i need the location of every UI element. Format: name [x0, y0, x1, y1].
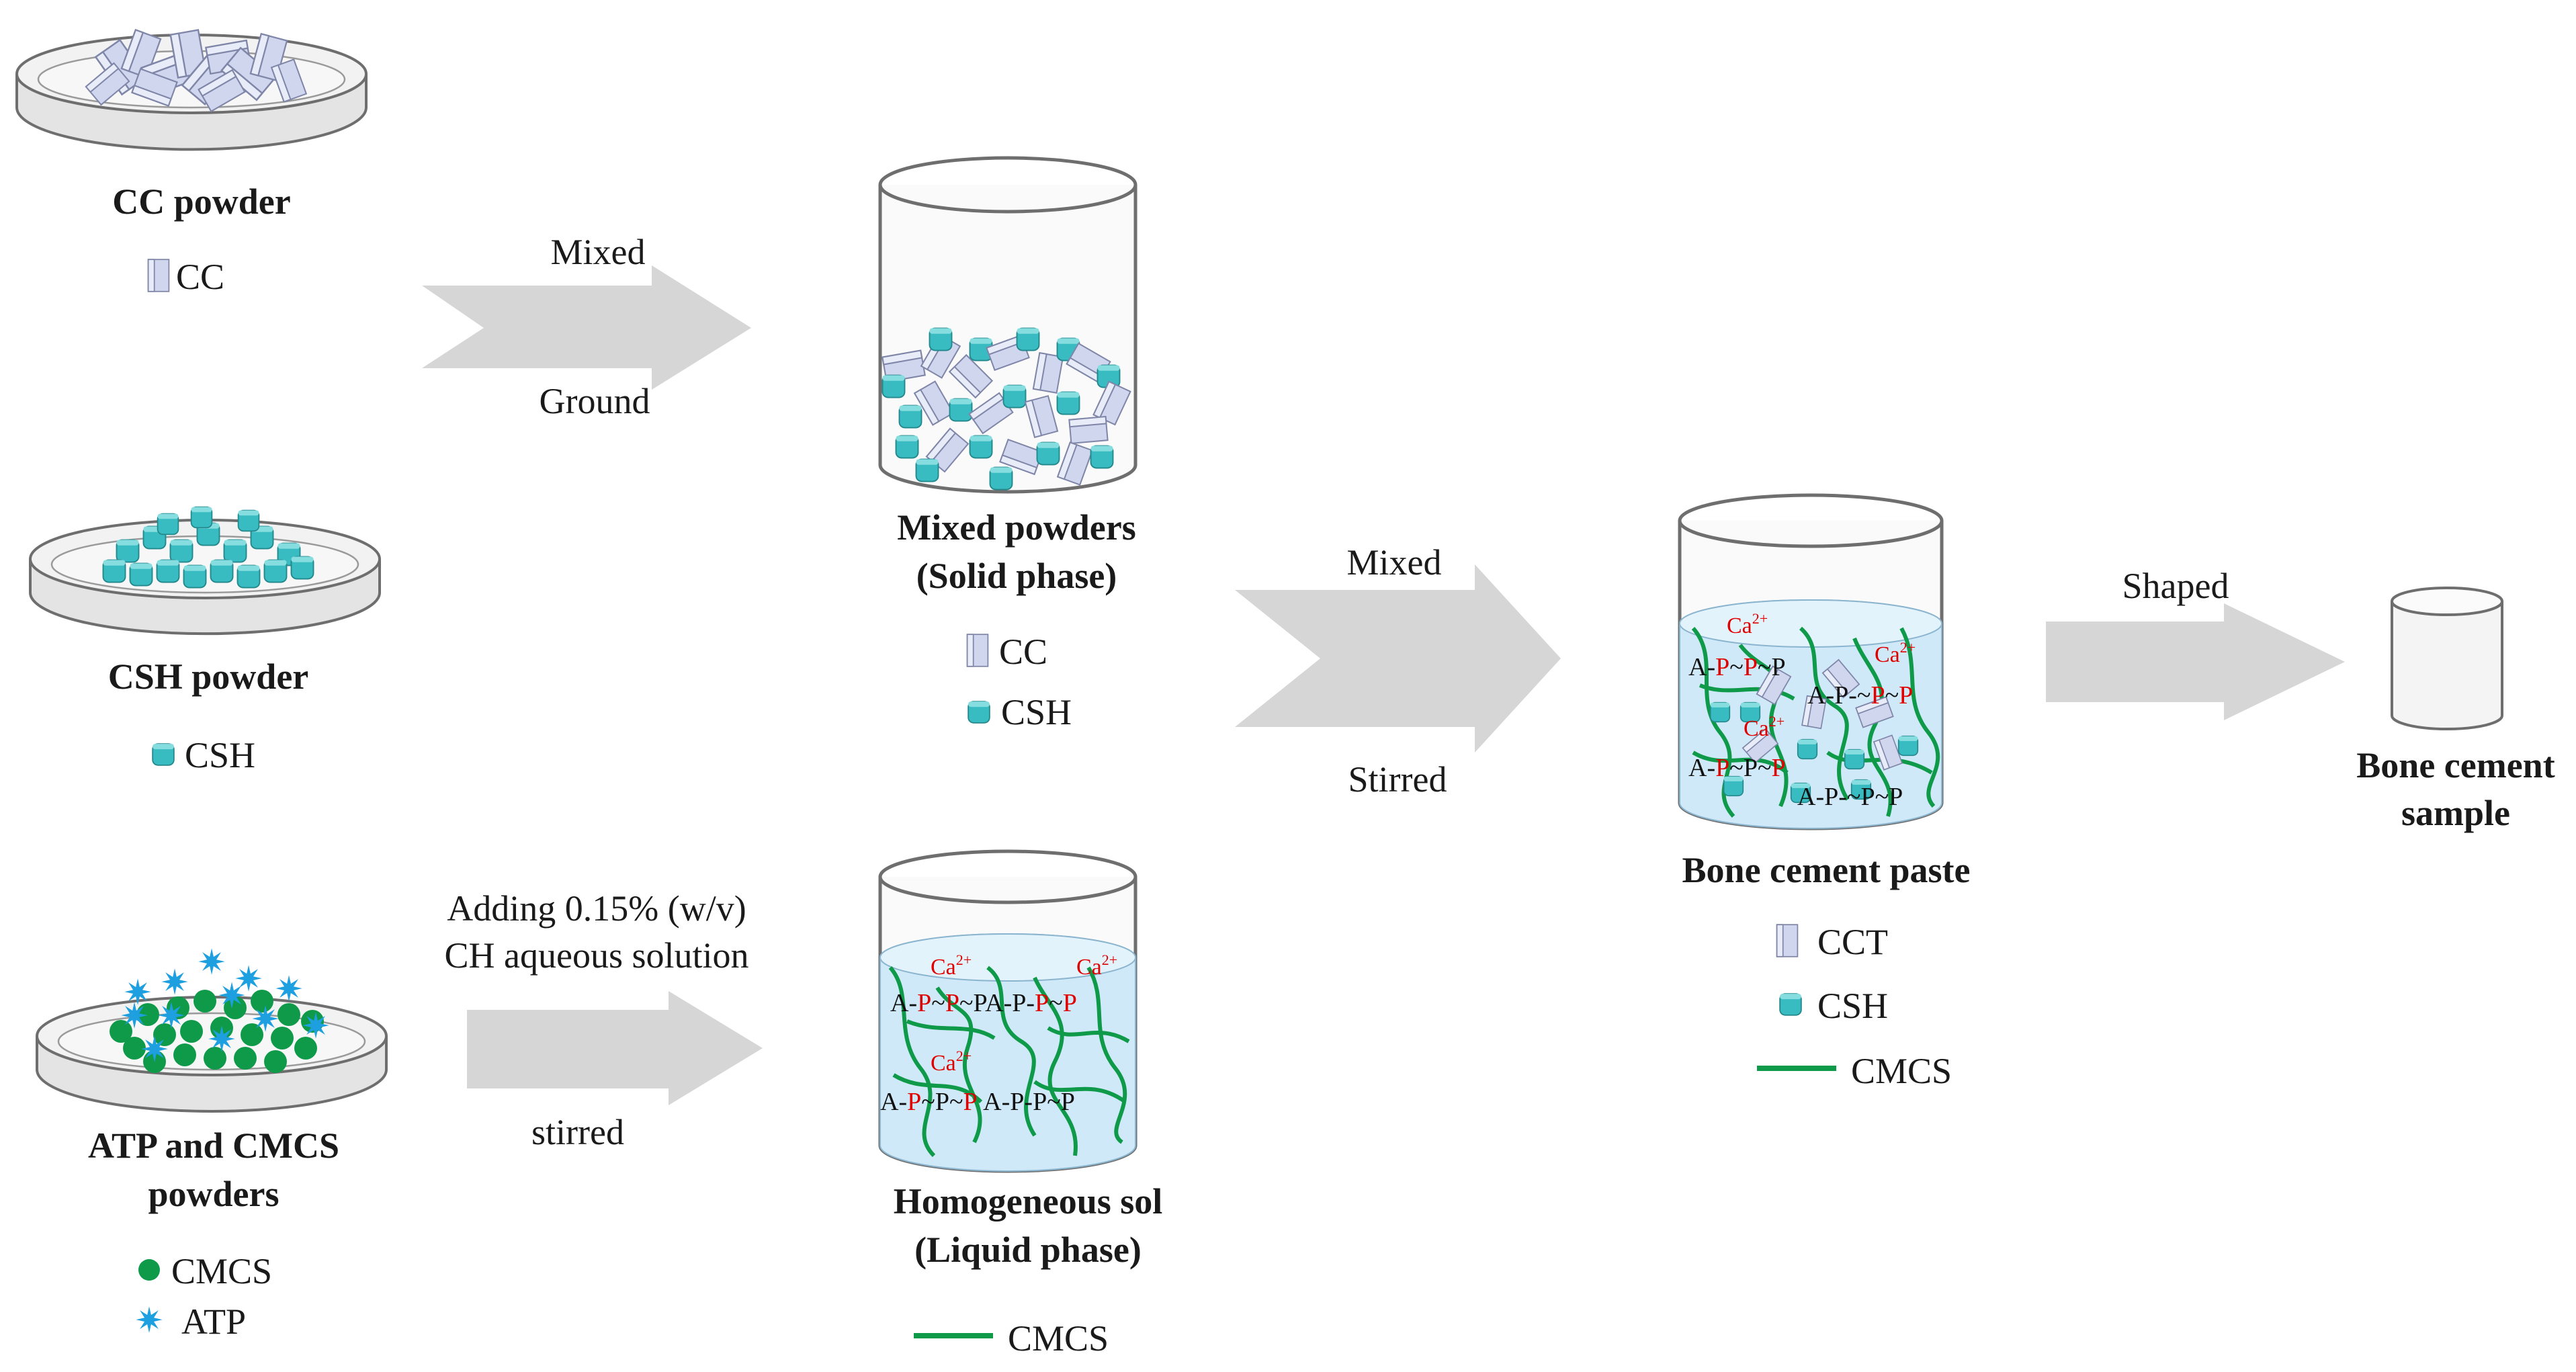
paste-title: Bone cement paste: [1682, 850, 1971, 890]
solid-phase-title-line-2: (Solid phase): [916, 556, 1117, 596]
svg-text:Ca2+: Ca2+: [931, 951, 972, 980]
svg-text:A-P~P~P: A-P~P~P: [1688, 653, 1786, 681]
cc-powder-dish: [15, 29, 368, 151]
csh-granule-icon: [152, 743, 175, 766]
atp-cmcs-powder-dish: ✷✷✷ ✷✷✷ ✷✷✷ ✷✷✷: [36, 944, 388, 1113]
svg-text:✷: ✷: [217, 978, 247, 1016]
legend-label-csh: CSH: [185, 735, 255, 775]
atp-cmcs-title-line-2: powders: [148, 1174, 279, 1214]
mixed-stirred-bottom-label: Stirred: [1348, 759, 1447, 800]
csh-powder-dish: [29, 506, 381, 636]
svg-text:Ca2+: Ca2+: [931, 1047, 972, 1076]
cmcs-particles: [110, 990, 324, 1073]
mixed-ground-bottom-label: Ground: [540, 381, 650, 421]
legend-label-atp: ATP: [181, 1301, 246, 1342]
svg-text:A-P-~P~P: A-P-~P~P: [1797, 783, 1903, 811]
solid-phase-legend: CC CSH: [966, 632, 1072, 732]
legend-label-cmcs: CMCS: [1008, 1318, 1109, 1359]
atp-cmcs-title-line-1: ATP and CMCS: [88, 1125, 339, 1166]
legend-label-csh: CSH: [1001, 692, 1072, 732]
solid-phase-beaker: [878, 156, 1137, 494]
atp-particles: ✷✷✷ ✷✷✷ ✷✷✷ ✷✷✷: [120, 944, 331, 1070]
cc-powder-legend: CC: [147, 257, 224, 297]
svg-text:Ca2+: Ca2+: [1875, 639, 1916, 667]
svg-text:A-P~P~PA-P-P~P: A-P~P~PA-P-P~P: [880, 1088, 1075, 1116]
mixed-ground-top-label: Mixed: [551, 232, 646, 272]
svg-text:Ca2+: Ca2+: [1076, 951, 1117, 980]
shaped-top-label: Shaped: [2122, 566, 2229, 606]
svg-text:✷: ✷: [160, 964, 189, 1002]
svg-text:✷: ✷: [207, 1021, 237, 1060]
paste-legend: CCT CSH CMCS: [1757, 922, 1952, 1091]
svg-text:✷: ✷: [251, 1001, 280, 1039]
atp-cmcs-legend: CMCS ✷ ATP: [134, 1251, 272, 1342]
csh-powder-legend: CSH: [152, 735, 255, 775]
svg-text:✷: ✷: [234, 961, 263, 999]
bone-cement-paste-beaker: A-P~P~P Ca2+ A-P-~P~P Ca2+ A-P~P~P Ca2+ …: [1678, 493, 1944, 830]
svg-text:✷: ✷: [140, 1031, 169, 1070]
bone-cement-sample: [2391, 587, 2503, 730]
svg-text:✷: ✷: [274, 971, 304, 1009]
cc-crystal-icon: [966, 634, 989, 667]
csh-powder-title: CSH powder: [108, 656, 309, 697]
mixed-stirred-top-label: Mixed: [1347, 542, 1442, 583]
liquid-phase-legend: CMCS: [914, 1318, 1109, 1359]
svg-text:A-P-~P~P: A-P-~P~P: [1807, 681, 1913, 710]
adding-ch-label-line-2: CH aqueous solution: [445, 935, 749, 976]
adding-ch-arrow: Adding 0.15% (w/v) CH aqueous solution s…: [445, 888, 763, 1152]
legend-label-cmcs: CMCS: [171, 1251, 272, 1291]
liquid-phase-title-line-2: (Liquid phase): [914, 1230, 1142, 1270]
cc-crystal-icon: [147, 259, 170, 292]
sample-title-line-2: sample: [2401, 793, 2510, 833]
cct-crystal-icon: [1776, 924, 1799, 957]
svg-text:✷: ✷: [120, 998, 149, 1036]
svg-text:A-P~P~P: A-P~P~P: [1688, 754, 1786, 782]
svg-text:Ca2+: Ca2+: [1744, 713, 1785, 741]
solid-phase-title-line-1: Mixed powders: [897, 507, 1135, 548]
cmcs-dot-icon: [138, 1259, 160, 1281]
paste-chem-labels: A-P~P~P Ca2+ A-P-~P~P Ca2+ A-P~P~P Ca2+ …: [1688, 610, 1916, 811]
liquid-phase-title-line-1: Homogeneous sol: [894, 1181, 1163, 1221]
legend-label-cc: CC: [176, 257, 224, 297]
shaped-arrow: Shaped: [2046, 566, 2345, 720]
adding-ch-label-line-1: Adding 0.15% (w/v): [447, 888, 746, 929]
svg-text:Ca2+: Ca2+: [1727, 610, 1768, 638]
svg-text:A-P~P~PA-P-P~P: A-P~P~PA-P-P~P: [890, 989, 1077, 1017]
svg-text:✷: ✷: [301, 1008, 331, 1046]
csh-granule-icon: [1779, 993, 1802, 1016]
svg-text:✷: ✷: [157, 998, 186, 1036]
legend-label-csh: CSH: [1817, 986, 1888, 1026]
atp-star-icon: ✷: [134, 1301, 164, 1341]
adding-ch-bottom-label: stirred: [531, 1112, 624, 1152]
svg-text:✷: ✷: [197, 944, 226, 982]
legend-label-cmcs: CMCS: [1851, 1051, 1952, 1091]
mixed-ground-arrow: Mixed Ground: [422, 232, 751, 421]
legend-label-cct: CCT: [1817, 922, 1888, 962]
cmcs-chains: [888, 966, 1130, 1158]
mixed-stirred-arrow: Mixed Stirred: [1235, 542, 1561, 800]
sample-title-line-1: Bone cement: [2356, 745, 2554, 785]
svg-text:✷: ✷: [123, 974, 153, 1013]
csh-granule-icon: [968, 701, 990, 724]
cc-powder-title: CC powder: [112, 181, 291, 222]
legend-label-cc: CC: [999, 632, 1047, 672]
